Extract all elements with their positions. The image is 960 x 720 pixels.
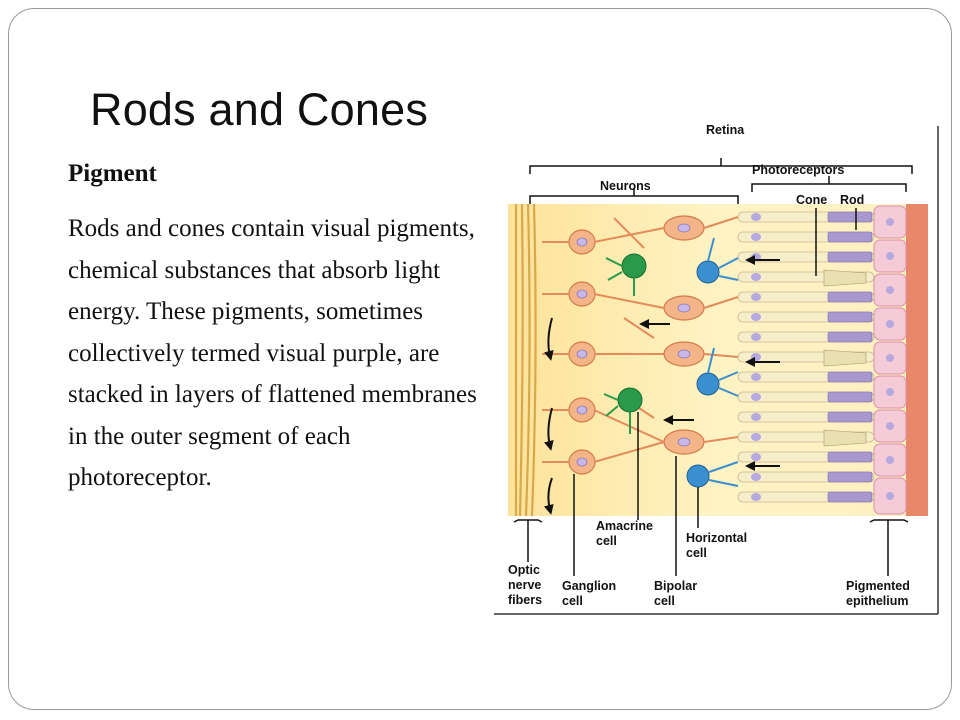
neuron-cells <box>568 215 705 475</box>
signal-arrows <box>543 255 780 515</box>
photoreceptor-nuclei <box>751 213 761 501</box>
label-rod: Rod <box>840 193 864 207</box>
neuron-dendrites <box>542 216 739 463</box>
section-subheading: Pigment <box>68 160 157 187</box>
horizontal-processes <box>707 237 739 487</box>
photoreceptors-bracket <box>751 176 907 192</box>
label-cone: Cone <box>796 193 827 207</box>
retina-diagram: Retina Photoreceptors Neurons Cone Rod A… <box>494 123 939 615</box>
label-ganglion-cell: Ganglion cell <box>562 579 620 608</box>
label-bipolar-cell: Bipolar cell <box>654 579 701 608</box>
retina-bracket <box>529 158 913 174</box>
label-photoreceptors: Photoreceptors <box>752 163 844 177</box>
label-neurons: Neurons <box>600 179 651 193</box>
rod-outer-segments <box>827 211 873 503</box>
neurons-bracket <box>529 188 739 204</box>
label-pigmented-epithelium: Pigmented epithelium <box>846 579 913 608</box>
horizontal-cells <box>686 260 720 488</box>
label-horizontal-cell: Horizontal cell <box>686 531 751 560</box>
body-paragraph: Rods and cones contain visual pigments, … <box>68 215 477 491</box>
epithelium-edge <box>906 204 928 516</box>
label-optic-nerve-fibers: Optic nerve fibers <box>508 563 545 607</box>
label-retina: Retina <box>706 123 745 137</box>
bottom-pointers <box>513 412 909 576</box>
slide-title: Rods and Cones <box>90 84 429 135</box>
label-amacrine-cell: Amacrine cell <box>596 519 656 548</box>
cone-outer-segments <box>823 269 867 447</box>
epithelium-cells <box>873 205 907 515</box>
amacrine-processes <box>603 257 635 434</box>
optic-nerve-fibers <box>514 203 537 517</box>
neuron-nuclei <box>576 223 691 467</box>
